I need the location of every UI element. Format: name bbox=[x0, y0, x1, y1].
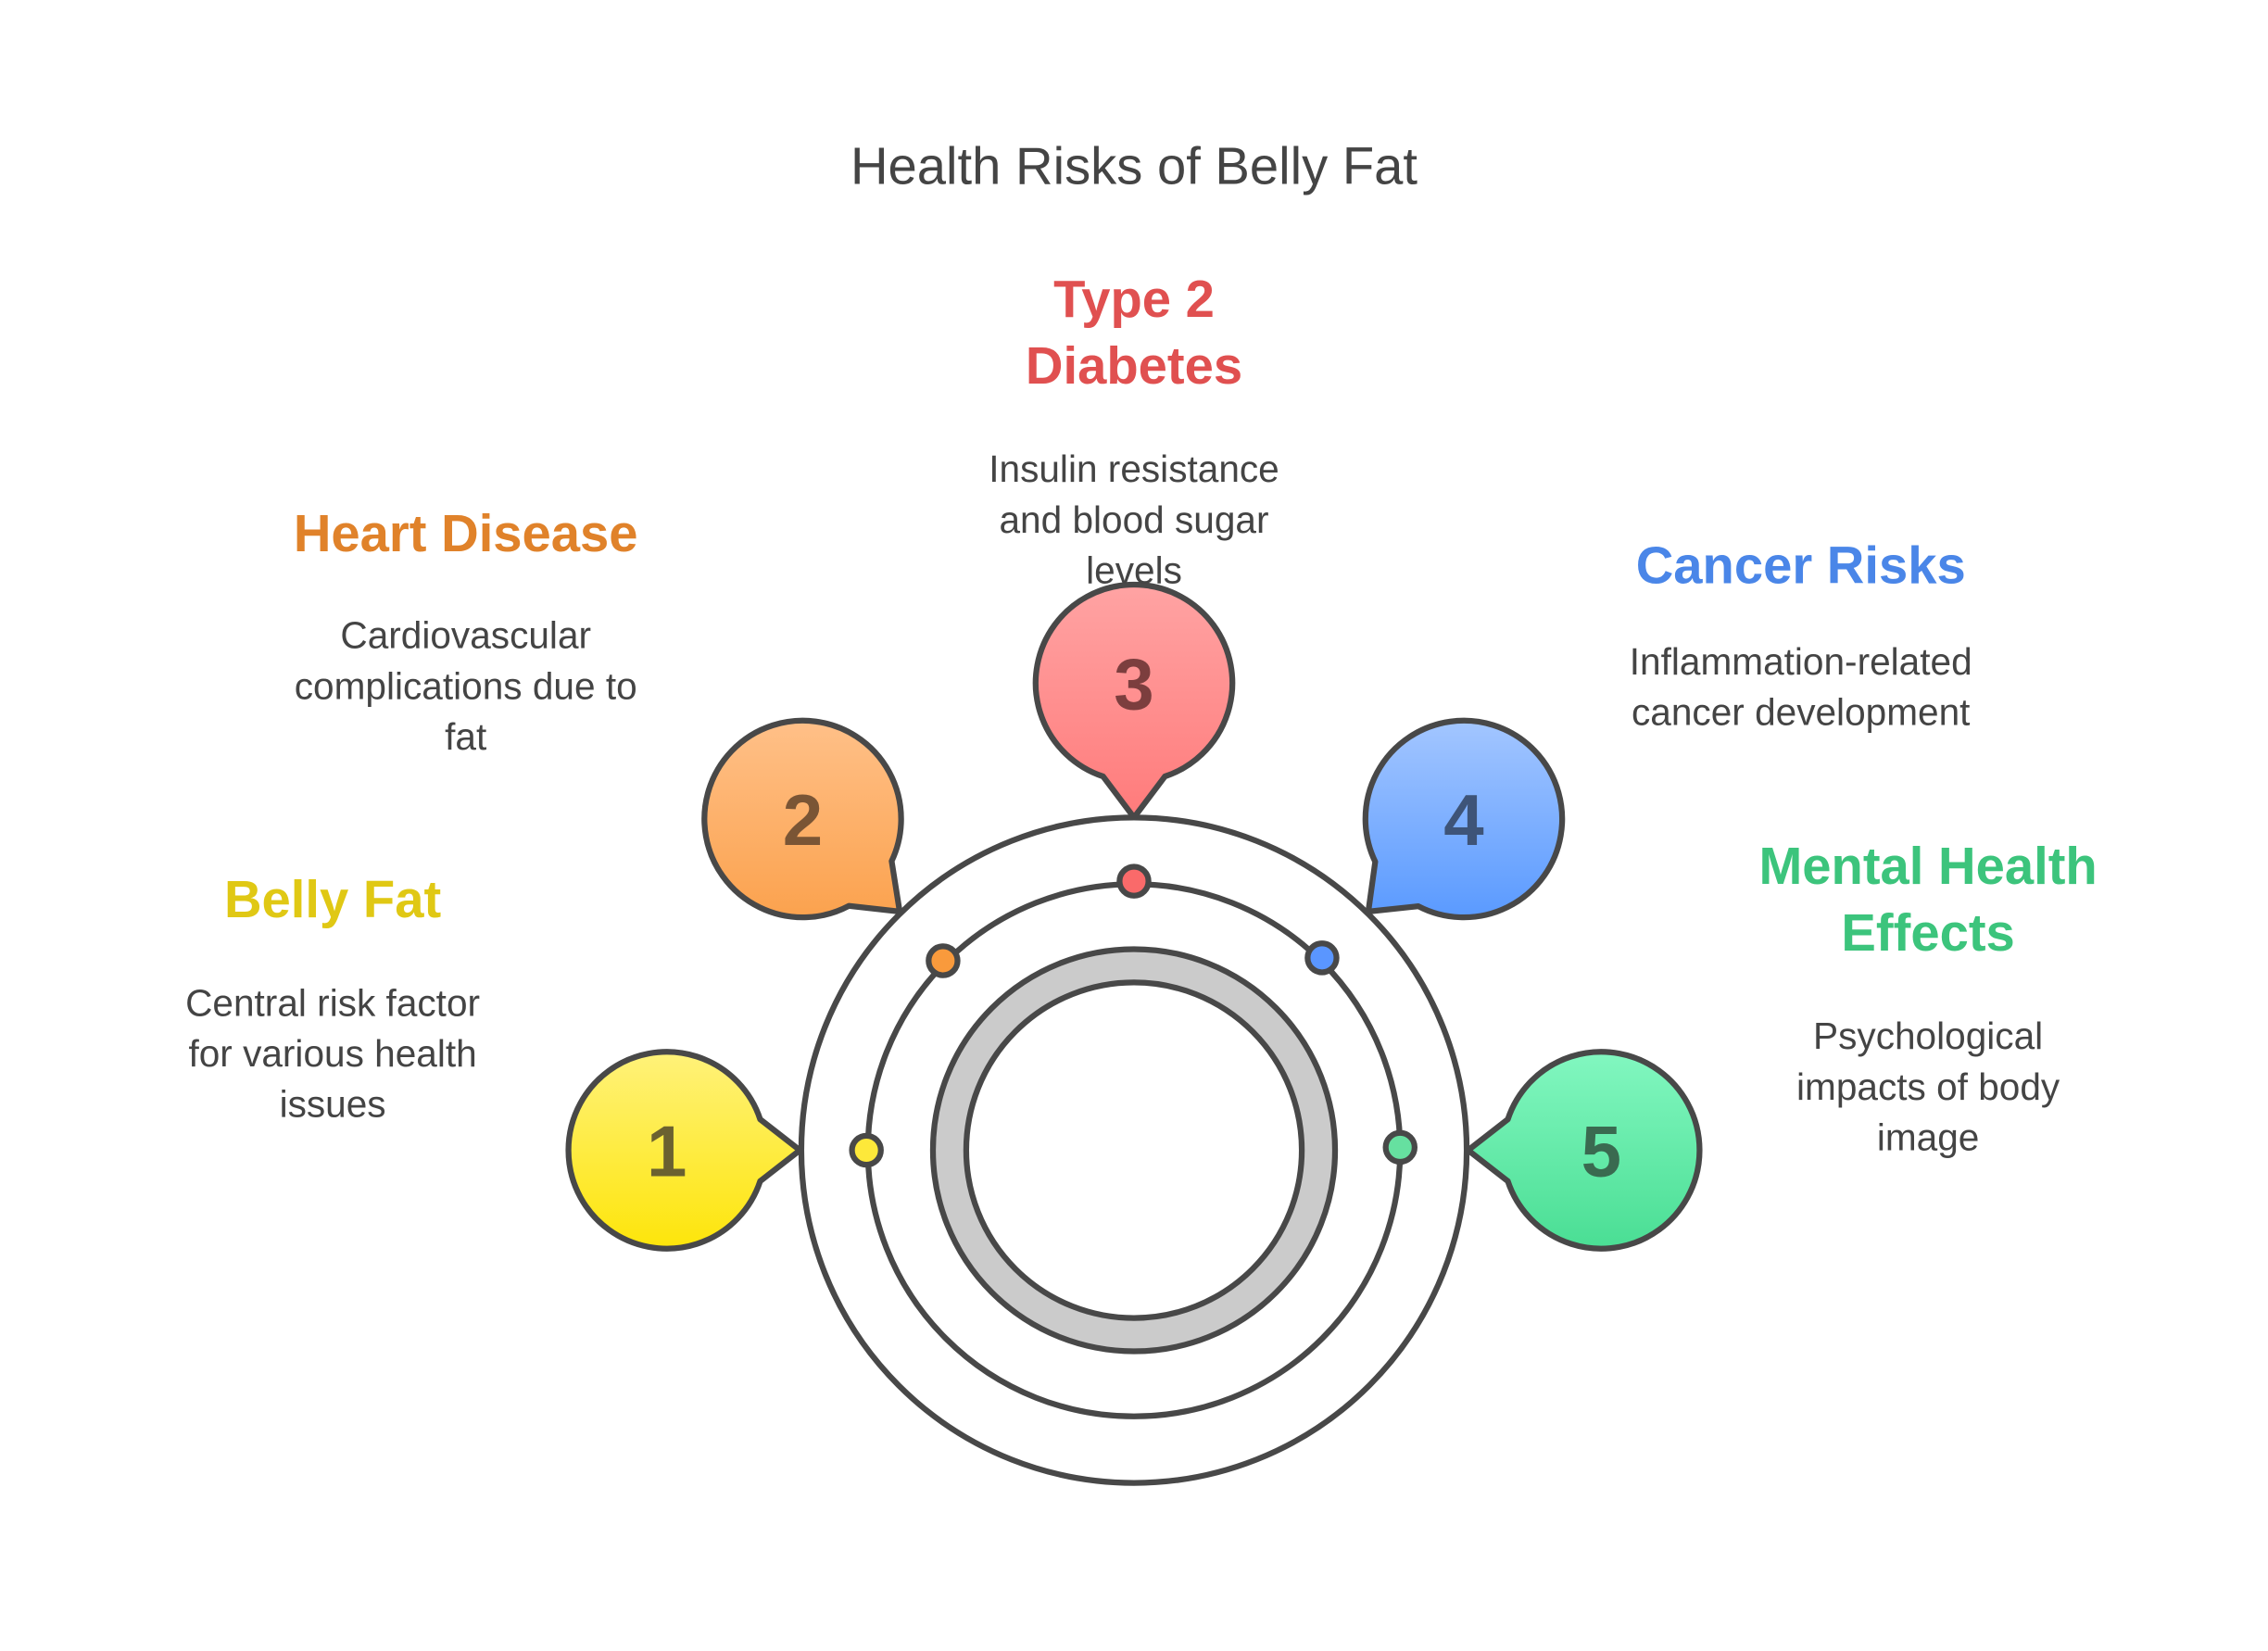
description-line: image bbox=[1877, 1115, 1980, 1158]
item-heading: Cancer Risks bbox=[1636, 536, 1966, 594]
speech-bubble-4 bbox=[1362, 717, 1566, 921]
item-description: Inflammation-related cancer development bbox=[1630, 640, 1972, 734]
description-line: Central risk factor bbox=[185, 981, 480, 1024]
description-line: issues bbox=[280, 1083, 386, 1126]
description-line: fat bbox=[445, 715, 486, 758]
center-gray-ring bbox=[932, 949, 1336, 1352]
description-line: for various health bbox=[188, 1032, 476, 1075]
item-heading: Belly Fat bbox=[224, 870, 441, 928]
item-heading: Heart Disease bbox=[294, 504, 638, 562]
center-ring-inner-edge bbox=[963, 979, 1305, 1321]
heading-line: Cancer Risks bbox=[1636, 536, 1966, 594]
heading-line: Mental Health bbox=[1758, 837, 2097, 895]
step-number: 2 bbox=[783, 779, 823, 861]
step-number: 4 bbox=[1443, 779, 1483, 861]
description-line: Psychological bbox=[1813, 1015, 2043, 1057]
heading-line: Diabetes bbox=[1026, 336, 1242, 395]
item-description: Insulin resistance and blood sugar levels bbox=[989, 447, 1279, 591]
ring-dot-3 bbox=[1116, 863, 1152, 899]
heading-line: Belly Fat bbox=[224, 870, 441, 928]
ring-dot-2 bbox=[926, 943, 961, 978]
ring-dot-5 bbox=[1382, 1129, 1418, 1166]
heading-line: Effects bbox=[1841, 903, 2014, 962]
description-line: Cardiovascular bbox=[340, 614, 591, 657]
center-ring-outer-edge bbox=[929, 946, 1339, 1355]
item-description: Central risk factor for various health iss… bbox=[185, 981, 480, 1125]
step-number: 1 bbox=[647, 1111, 687, 1192]
description-line: complications due to bbox=[295, 664, 637, 707]
item-heading: Type 2 Diabetes bbox=[1026, 270, 1242, 395]
heading-line: Type 2 bbox=[1053, 270, 1215, 328]
description-line: cancer development bbox=[1632, 690, 1970, 733]
description-line: Insulin resistance bbox=[989, 447, 1279, 490]
speech-bubble-3 bbox=[1032, 581, 1236, 821]
speech-bubble-5 bbox=[1465, 1049, 1703, 1252]
description-line: impacts of body bbox=[1796, 1065, 2060, 1108]
ring-dot-4 bbox=[1304, 940, 1340, 976]
description-line: levels bbox=[1086, 548, 1182, 591]
description-line: and blood sugar bbox=[999, 498, 1268, 541]
heading-line: Heart Disease bbox=[294, 504, 638, 562]
ring-dot-1 bbox=[849, 1132, 884, 1168]
item-description: Cardiovascular complications due to fat bbox=[295, 614, 637, 758]
step-number: 5 bbox=[1581, 1111, 1621, 1192]
step-number: 3 bbox=[1114, 643, 1153, 725]
speech-bubble-1 bbox=[565, 1049, 803, 1252]
item-description: Psychological impacts of body image bbox=[1796, 1015, 2060, 1158]
diagram-title: Health Risks of Belly Fat bbox=[850, 137, 1418, 195]
speech-bubble-2 bbox=[701, 717, 904, 921]
description-line: Inflammation-related bbox=[1630, 640, 1972, 683]
